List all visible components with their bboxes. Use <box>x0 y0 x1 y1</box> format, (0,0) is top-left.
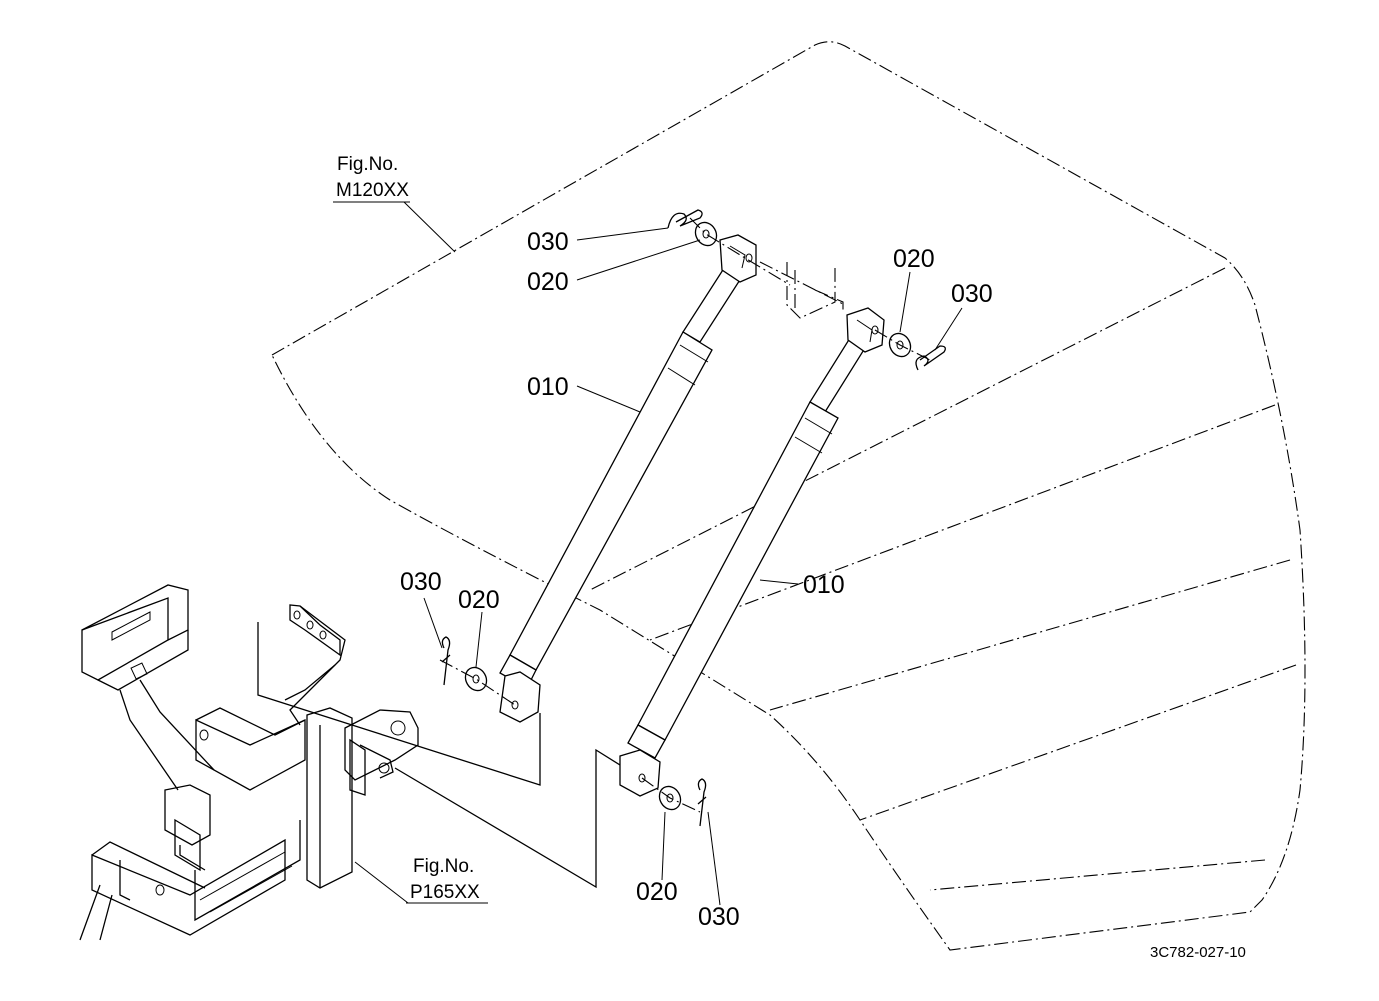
fig-ref-lower-label: Fig.No. <box>413 856 474 877</box>
callout-pin-top-left: 030 <box>527 228 569 256</box>
lower-left-bracket-outline <box>257 622 541 786</box>
callout-gas-spring-right: 010 <box>803 571 845 599</box>
assembly-guides <box>439 217 931 813</box>
callout-washer-bottom-right: 020 <box>636 878 678 906</box>
upper-bracket <box>759 261 846 319</box>
hood-outline <box>271 41 1306 951</box>
fig-ref-lower: Fig.No. P165XX <box>406 856 488 904</box>
leader-lines <box>354 201 963 906</box>
callout-washer-bottom-left: 020 <box>458 586 500 614</box>
callout-washer-top-left: 020 <box>527 268 569 296</box>
callout-pin-top-right: 030 <box>951 280 993 308</box>
callout-pin-bottom-right: 030 <box>698 903 740 931</box>
r-pin-icon <box>441 209 946 827</box>
gas-spring-left <box>499 234 757 723</box>
fig-ref-upper: Fig.No. M120XX <box>333 154 410 203</box>
fig-ref-lower-code: P165XX <box>410 882 480 903</box>
drawing-code: 3C782-027-10 <box>1150 944 1246 961</box>
frame-parts <box>79 584 419 941</box>
callout-washer-top-right: 020 <box>893 245 935 273</box>
fig-ref-upper-code: M120XX <box>336 180 409 201</box>
washer-icon <box>464 221 912 811</box>
lower-right-bracket-outline <box>394 748 629 889</box>
callout-pin-bottom-left: 030 <box>400 568 442 596</box>
callout-gas-spring-left: 010 <box>527 373 569 401</box>
fig-ref-upper-label: Fig.No. <box>337 154 398 175</box>
gas-spring-right <box>619 307 885 797</box>
